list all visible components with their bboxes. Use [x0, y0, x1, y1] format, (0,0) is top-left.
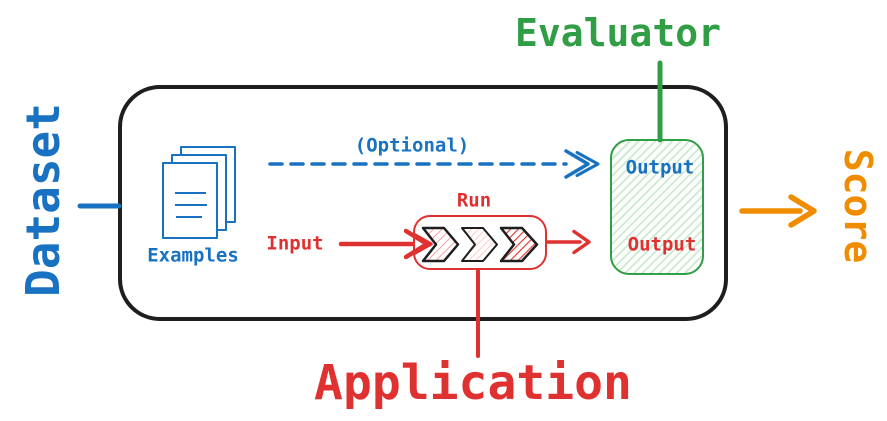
score-arrow	[739, 194, 817, 228]
input-label: Input	[266, 232, 324, 255]
evaluator-label: Evaluator	[515, 11, 721, 55]
examples-label: Examples	[147, 244, 239, 267]
system-boundary-box	[118, 85, 728, 321]
optional-label: (Optional)	[354, 134, 470, 157]
run-label: Run	[456, 189, 492, 212]
run-box	[413, 215, 547, 270]
evaluator-output-label: Output	[625, 156, 695, 179]
dataset-label: Dataset	[16, 103, 70, 297]
run-output-label: Output	[627, 233, 697, 256]
score-label: Score	[836, 148, 880, 264]
application-label: Application	[314, 355, 632, 411]
evaluator-output-box	[610, 139, 704, 275]
